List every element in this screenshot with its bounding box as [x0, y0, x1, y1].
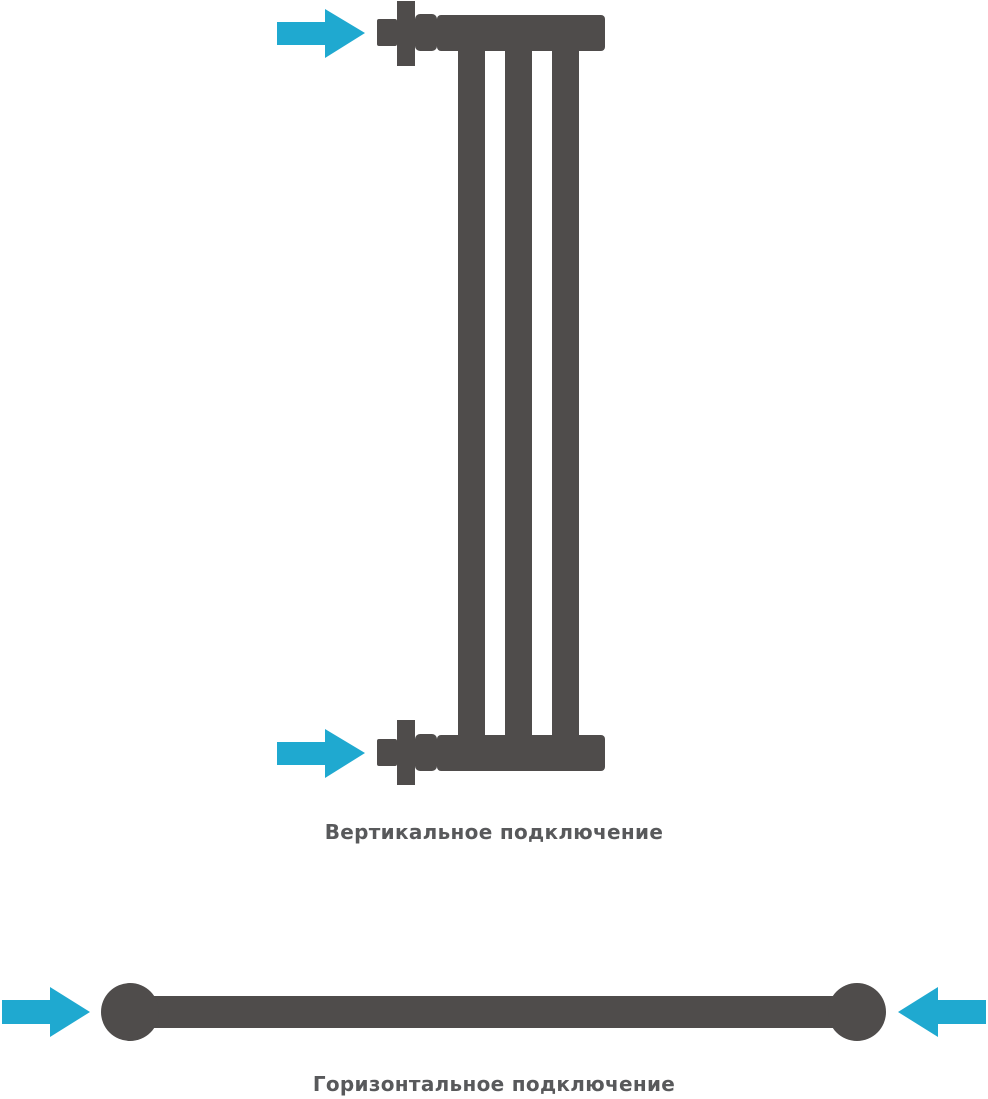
- left-arrow-icon: [2, 987, 90, 1037]
- top-collector: [437, 15, 605, 51]
- left-end-cap: [101, 983, 159, 1041]
- vertical-tube-2: [505, 45, 532, 740]
- vertical-tube-1: [458, 45, 485, 740]
- bottom-coupling: [415, 734, 437, 771]
- bottom-flange: [397, 720, 415, 785]
- horizontal-bar: [130, 996, 857, 1028]
- horizontal-arrows: [2, 987, 986, 1037]
- top-nut: [377, 19, 397, 46]
- top-flange: [397, 1, 415, 66]
- horizontal-connection-caption: Горизонтальное подключение: [312, 1072, 676, 1096]
- bottom-arrow-icon: [277, 729, 365, 778]
- vertical-radiator: [377, 1, 605, 785]
- vertical-tube-3: [552, 45, 579, 740]
- vertical-connection-caption: Вертикальное подключение: [324, 820, 664, 844]
- top-arrow-icon: [277, 9, 365, 58]
- top-coupling: [415, 14, 437, 51]
- right-end-cap: [828, 983, 886, 1041]
- horizontal-radiator: [101, 983, 886, 1041]
- right-arrow-icon: [898, 987, 986, 1037]
- bottom-collector: [437, 735, 605, 771]
- vertical-arrows: [277, 9, 365, 778]
- bottom-nut: [377, 739, 397, 766]
